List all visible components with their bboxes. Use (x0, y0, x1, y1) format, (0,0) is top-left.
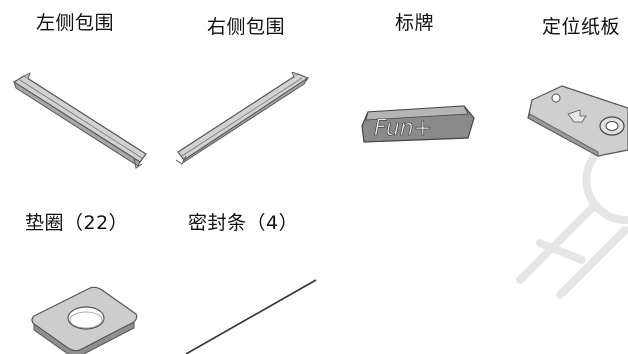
label-nameplate: 标牌 (395, 12, 435, 34)
seal-strip-part-image (185, 279, 317, 354)
washer-part-image (31, 286, 138, 354)
nameplate-part-image: Fun+ (361, 105, 475, 143)
left-surround-part-image (12, 72, 147, 169)
positioning-cardboard-part-image (527, 85, 628, 157)
nameplate-text: Fun+ (374, 116, 432, 141)
watermark (516, 146, 628, 299)
right-surround-part-image (175, 72, 310, 165)
label-seal-strip: 密封条（4） (188, 212, 299, 234)
label-positioning-cardboard: 定位纸板 (542, 16, 621, 38)
label-washer: 垫圈（22） (25, 212, 129, 234)
label-left-surround: 左侧包围 (36, 12, 115, 34)
label-right-surround: 右侧包围 (207, 16, 286, 38)
